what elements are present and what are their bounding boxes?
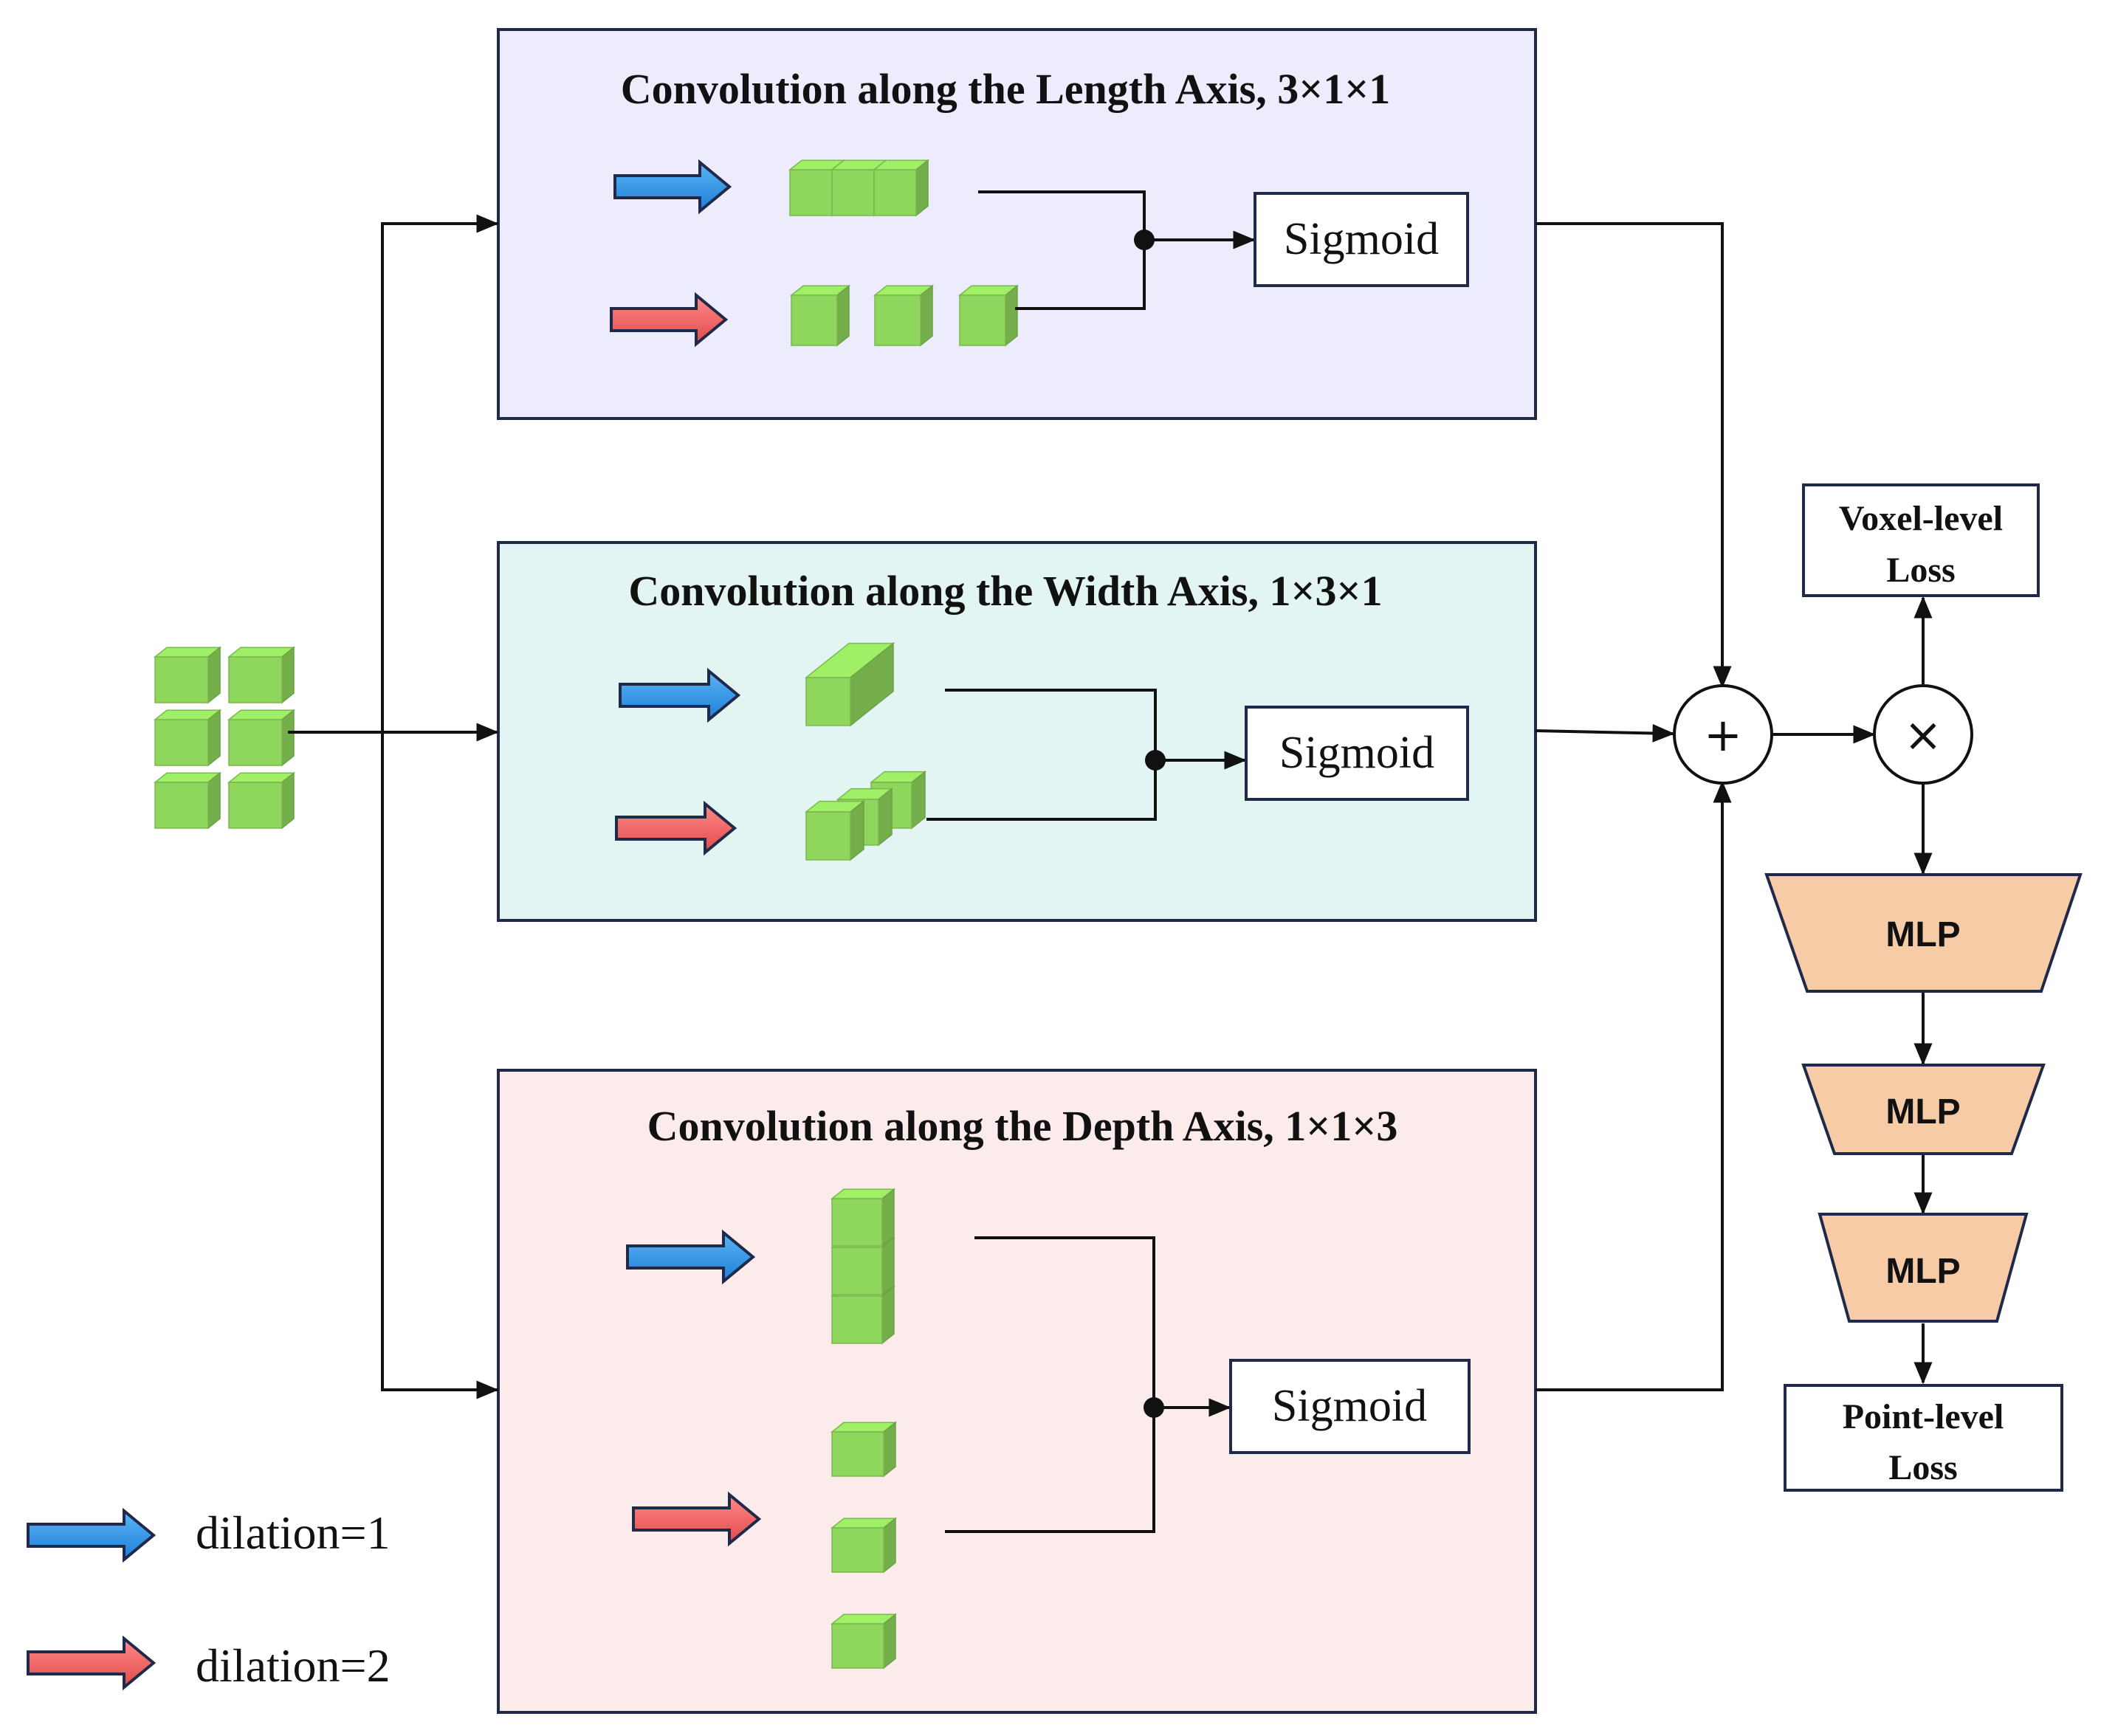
point-loss-line1: Point-level [1843,1397,2004,1436]
add-symbol: + [1704,708,1742,762]
input-voxel-cube [227,709,296,767]
depth-d2-cube [830,1613,898,1670]
multiply-operator: × [1873,684,1973,785]
depth-panel-title: Convolution along the Depth Axis, 1×1×3 [647,1102,1398,1150]
length-d2-cube [789,284,851,347]
legend: dilation=1 dilation=2 [196,1506,391,1692]
connector-lines [288,190,1933,1533]
legend-dilation2-arrow [27,1635,157,1691]
length-junction-dot [1134,230,1155,250]
add-operator: + [1673,684,1773,785]
length-d2-cube [873,284,935,347]
voxel-level-loss-box: Voxel-level Loss [1802,483,2040,597]
depth-sigmoid: Sigmoid [1229,1359,1471,1454]
legend-dilation1-arrow [27,1507,157,1563]
width-d1-cube [804,642,895,727]
legend-dilation1-label: dilation=1 [196,1506,391,1559]
width-d2-cube [804,800,866,861]
mlp-layer-3: MLP [1818,1213,2029,1323]
length-dilation2-arrow [610,292,729,348]
length-panel-title: Convolution along the Length Axis, 3×1×1 [621,65,1391,113]
mlp-layer-3-label: MLP [1885,1252,1960,1291]
branch-vertical-wire [381,222,498,1391]
length-d2-cube [957,284,1019,347]
width-dilation2-arrow [615,800,737,856]
mlp-layer-1-label: MLP [1885,915,1960,954]
depth-d2-cube [830,1421,898,1478]
depth-dilation2-arrow [632,1491,762,1547]
voxel-loss-line2: Loss [1886,551,1955,590]
depth-dilation1-arrow [626,1229,756,1285]
depth-axis-panel: Convolution along the Depth Axis, 1×1×3 [497,1069,1537,1714]
depth-junction-dot [1144,1397,1164,1418]
length-d1-cube [872,159,930,217]
mlp-layer-2: MLP [1801,1064,2046,1155]
depth-d2-cube [830,1517,898,1574]
voxel-loss-line1: Voxel-level [1839,499,2003,538]
length-sigmoid: Sigmoid [1254,192,1469,287]
length-out-wire [1536,222,1732,689]
mlp-layer-1: MLP [1764,873,2083,993]
depth-merge-wire [945,1236,1155,1533]
depth-d1-cube [830,1188,896,1247]
width-sigmoid-label: Sigmoid [1279,728,1434,778]
input-voxel-cube [227,646,296,704]
mlp-layer-2-label: MLP [1885,1092,1960,1132]
width-dilation1-arrow [619,667,741,723]
voxel-cubes [153,159,1019,1670]
dilation-arrows [27,159,762,1691]
width-junction-dot [1145,750,1166,771]
depth-out-wire [1536,780,1732,1391]
width-sigmoid: Sigmoid [1245,706,1469,801]
length-sigmoid-label: Sigmoid [1284,214,1439,264]
legend-dilation2-label: dilation=2 [196,1639,391,1692]
length-dilation1-arrow [613,159,732,215]
input-voxel-cube [227,771,296,830]
multiply-symbol: × [1904,708,1942,762]
width-panel-title: Convolution along the Width Axis, 1×3×1 [628,567,1382,615]
input-voxel-cube [153,709,222,767]
point-loss-line2: Loss [1888,1448,1957,1487]
input-voxel-cube [153,771,222,830]
point-level-loss-box: Point-level Loss [1784,1384,2063,1492]
depth-sigmoid-label: Sigmoid [1272,1381,1427,1431]
width-out-wire [1535,723,1675,743]
input-voxel-cube [153,646,222,704]
